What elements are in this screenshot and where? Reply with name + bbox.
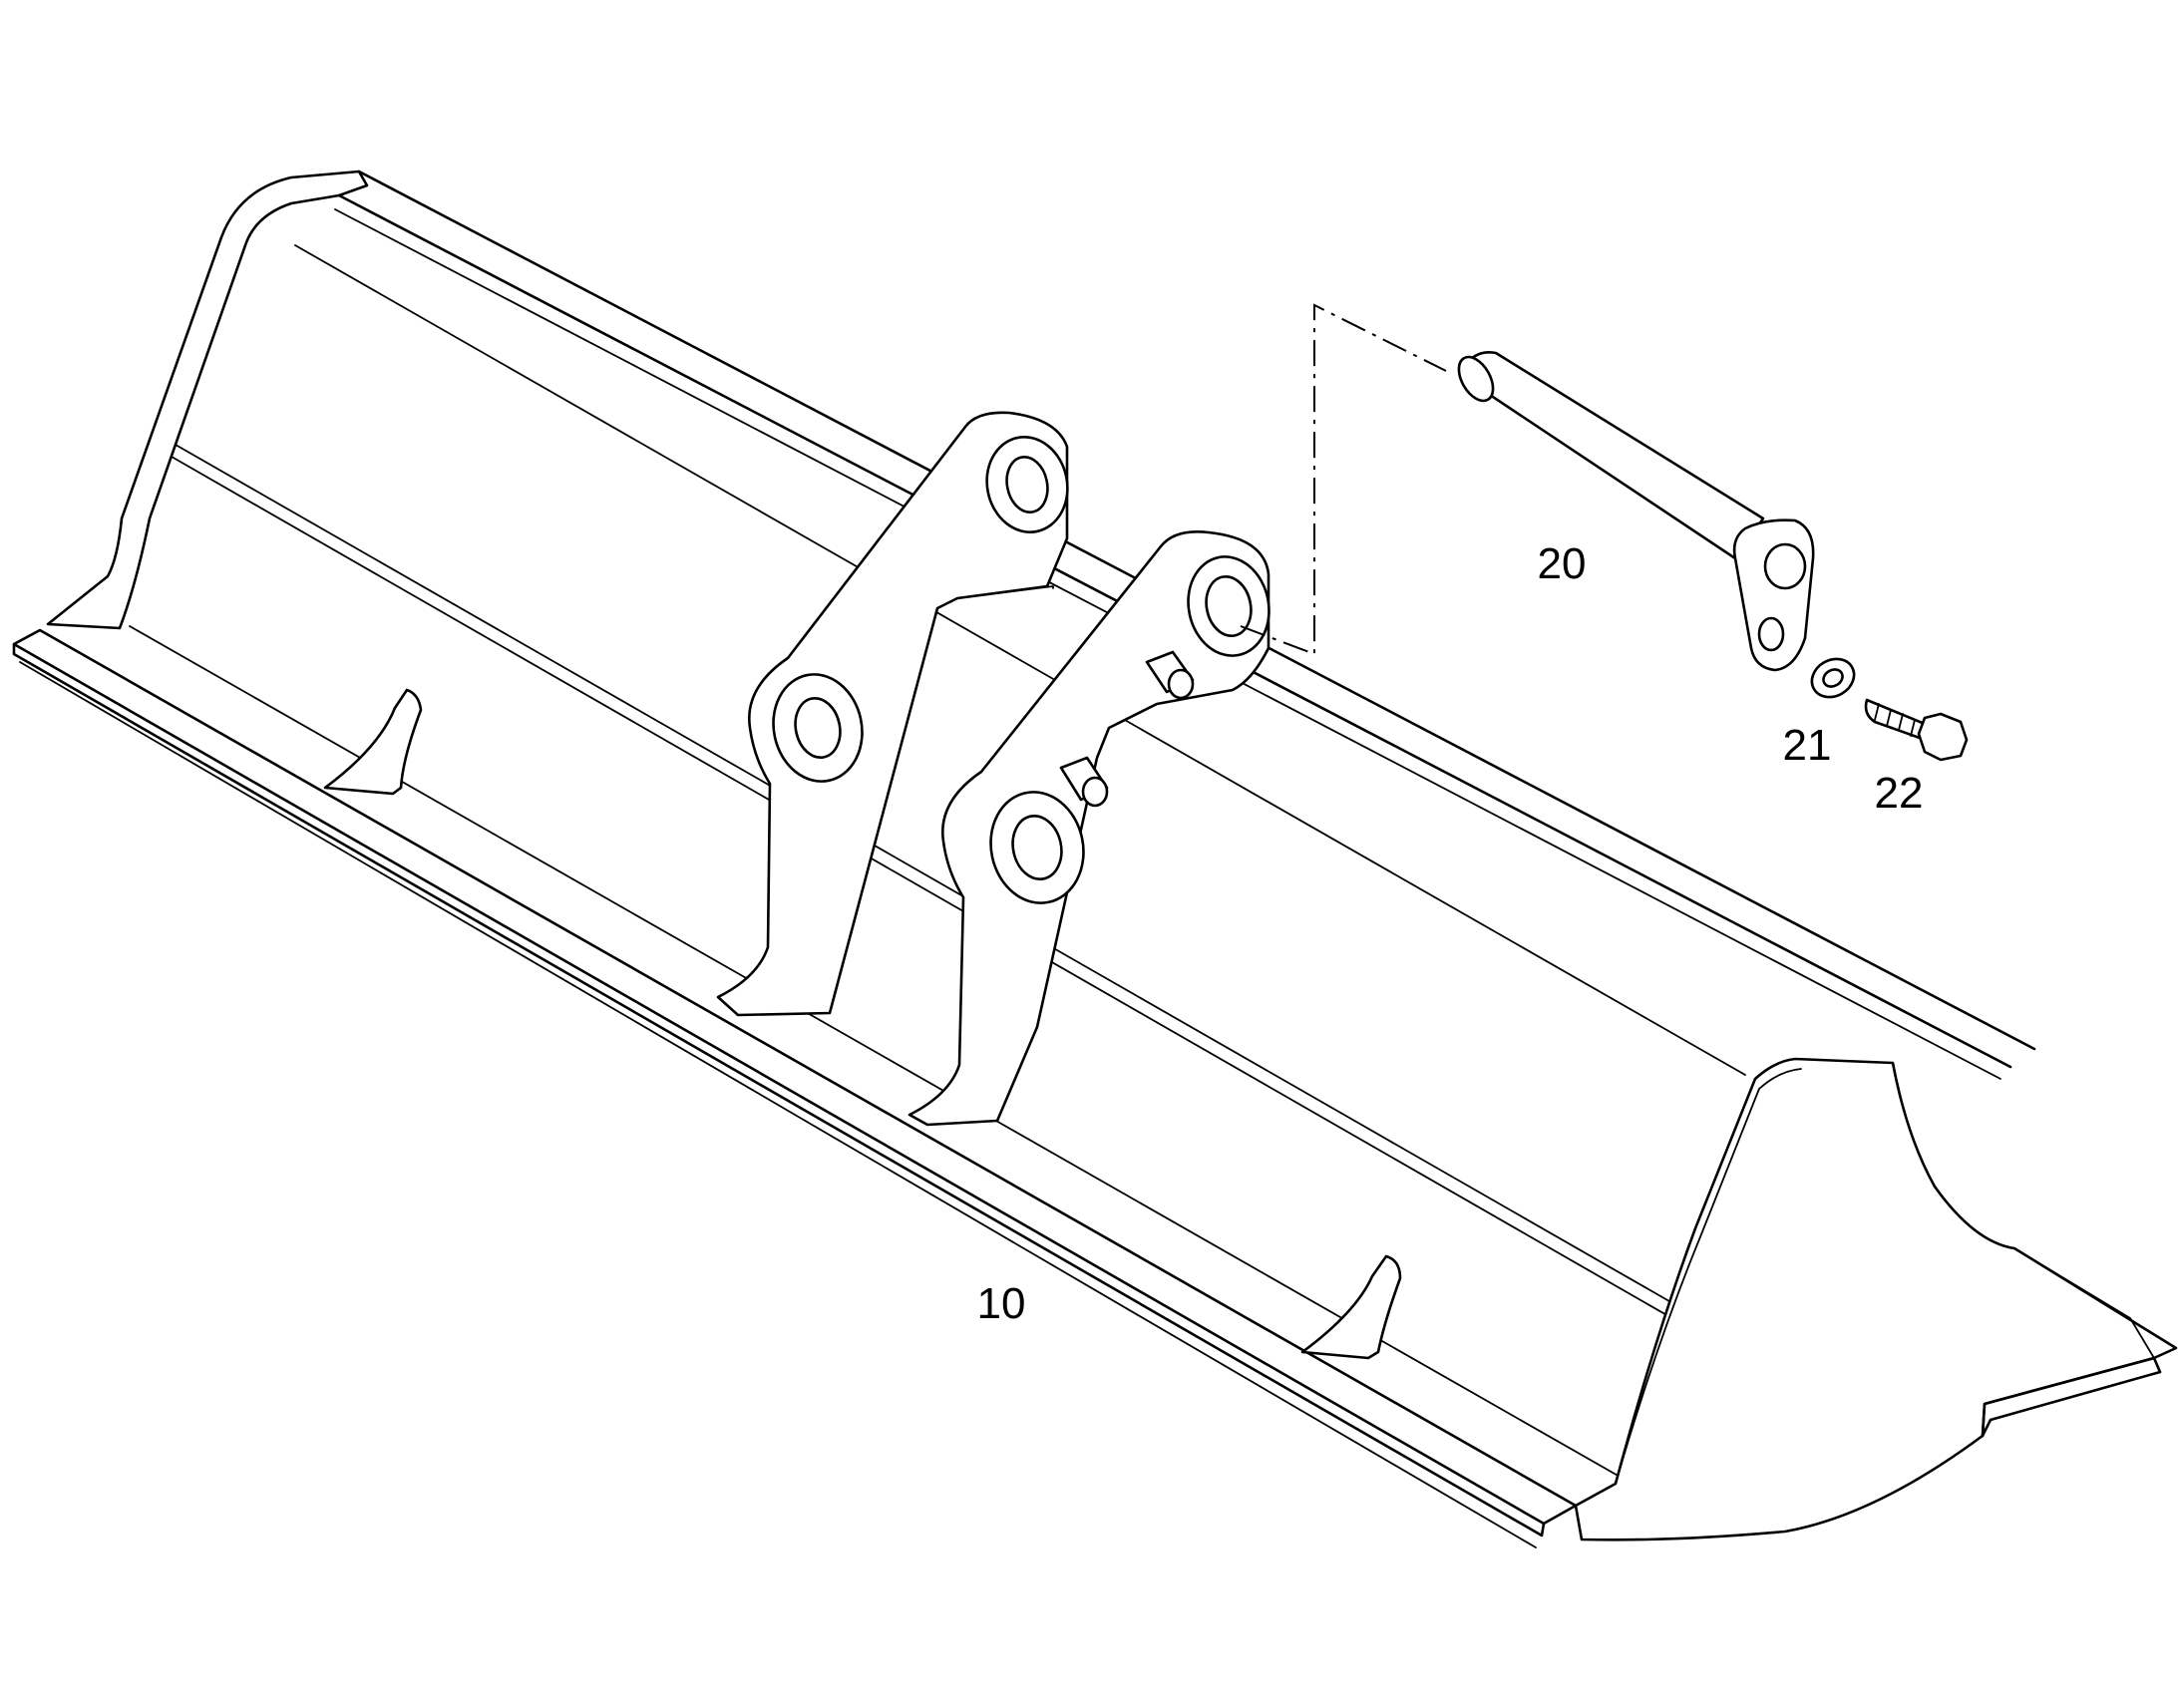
floor-gusset-right	[1300, 1254, 1402, 1360]
back-panel-upper-line	[294, 244, 1746, 1076]
right-side-lip	[2013, 1247, 2155, 1359]
bolt-part	[1864, 698, 1969, 762]
mount-bracket-left	[716, 411, 1069, 1017]
back-panel-fold-line-2	[171, 456, 1690, 1329]
left-side-plate	[46, 170, 369, 630]
callout-pin: 20	[1538, 539, 1587, 588]
right-side-inner-edge	[1615, 1068, 1802, 1485]
pin-part	[1457, 351, 1815, 672]
callout-bolt: 22	[1875, 769, 1924, 818]
back-panel-fold-line	[175, 444, 1696, 1317]
bucket-body	[12, 170, 2178, 1548]
callout-washer: 21	[1783, 721, 1832, 770]
washer-part	[1810, 657, 1856, 699]
callout-bucket: 10	[977, 1279, 1026, 1328]
mount-bracket-right	[908, 530, 1271, 1127]
right-side-plate	[1574, 1057, 2178, 1541]
cutting-edge-bottom	[12, 642, 1546, 1537]
assembly-line	[1240, 303, 1447, 656]
cutting-edge-bottom-2	[19, 661, 1537, 1548]
floor-gusset-left	[323, 688, 423, 796]
right-wear-strip	[1981, 1356, 2162, 1438]
